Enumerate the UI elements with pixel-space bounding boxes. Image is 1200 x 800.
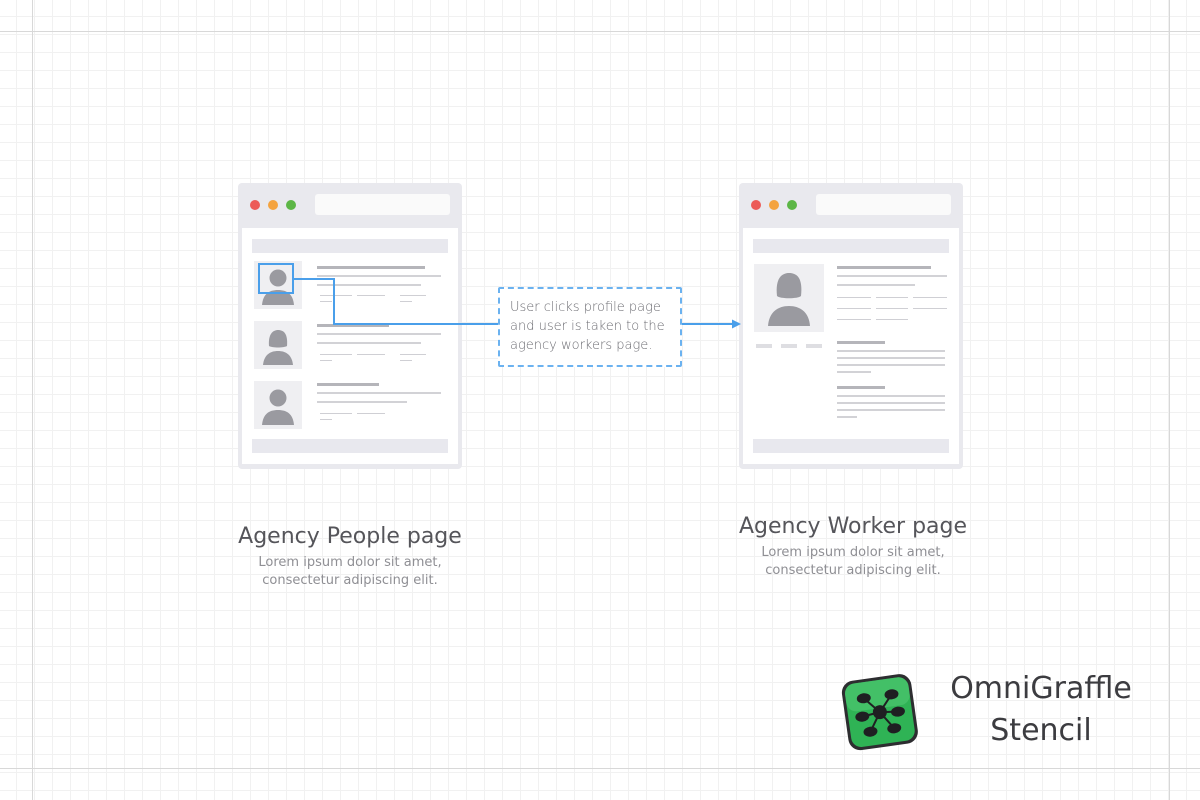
text-line-placeholder bbox=[837, 409, 945, 411]
meta-line-placeholder bbox=[876, 297, 908, 298]
tab-placeholder[interactable] bbox=[781, 344, 797, 348]
guide-line-right bbox=[1169, 0, 1170, 800]
section-heading-placeholder bbox=[837, 386, 885, 389]
brand-name: OmniGraffle bbox=[950, 671, 1132, 706]
browser-viewport bbox=[743, 228, 959, 464]
text-line-placeholder bbox=[317, 324, 389, 327]
page-subtitle: consectetur adipiscing elit. bbox=[262, 573, 438, 588]
text-line-placeholder bbox=[317, 333, 441, 335]
browser-viewport bbox=[242, 228, 458, 464]
text-line-placeholder bbox=[317, 284, 421, 286]
text-line-placeholder bbox=[837, 350, 945, 352]
person-silhouette-icon bbox=[263, 330, 293, 365]
text-line-placeholder bbox=[317, 401, 407, 403]
meta-line-placeholder bbox=[320, 301, 332, 302]
meta-line-placeholder bbox=[837, 319, 871, 320]
meta-line-placeholder bbox=[837, 308, 871, 309]
guide-line-top bbox=[0, 31, 1200, 32]
text-line-placeholder bbox=[317, 342, 421, 344]
zoom-dot[interactable] bbox=[286, 200, 296, 210]
meta-line-placeholder bbox=[400, 360, 412, 361]
meta-line-placeholder bbox=[320, 354, 352, 355]
person-silhouette-icon bbox=[262, 389, 294, 425]
page-title: Agency People page bbox=[238, 524, 462, 549]
close-dot[interactable] bbox=[751, 200, 761, 210]
agency-people-caption: Agency People page Lorem ipsum dolor sit… bbox=[200, 524, 500, 590]
text-line-placeholder bbox=[317, 275, 441, 277]
person-avatar[interactable] bbox=[254, 321, 302, 369]
meta-line-placeholder bbox=[357, 413, 385, 414]
text-line-placeholder bbox=[837, 284, 915, 286]
meta-line-placeholder bbox=[320, 295, 352, 296]
section-heading-placeholder bbox=[837, 341, 885, 344]
person-avatar[interactable] bbox=[254, 381, 302, 429]
minimize-dot[interactable] bbox=[769, 200, 779, 210]
text-line-placeholder bbox=[837, 275, 947, 277]
meta-line-placeholder bbox=[400, 295, 426, 296]
tab-placeholder[interactable] bbox=[756, 344, 772, 348]
text-line-placeholder bbox=[317, 383, 379, 386]
text-line-placeholder bbox=[837, 266, 931, 269]
text-line-placeholder bbox=[837, 395, 945, 397]
person-silhouette-icon bbox=[768, 273, 810, 326]
text-line-placeholder bbox=[837, 364, 945, 366]
meta-line-placeholder bbox=[400, 354, 426, 355]
header-bar-placeholder bbox=[753, 239, 949, 253]
page-subtitle: consectetur adipiscing elit. bbox=[765, 563, 941, 578]
omnigraffle-logo-icon bbox=[841, 674, 918, 751]
agency-worker-caption: Agency Worker page Lorem ipsum dolor sit… bbox=[703, 514, 1003, 580]
meta-line-placeholder bbox=[320, 360, 332, 361]
omnigraffle-brand: OmniGraffle Stencil bbox=[836, 668, 1146, 758]
agency-people-browser[interactable] bbox=[238, 183, 462, 469]
header-bar-placeholder bbox=[252, 239, 448, 253]
meta-line-placeholder bbox=[357, 295, 385, 296]
browser-titlebar bbox=[739, 183, 963, 225]
meta-line-placeholder bbox=[913, 297, 947, 298]
arrowhead-icon bbox=[732, 319, 741, 329]
meta-line-placeholder bbox=[400, 301, 412, 302]
annotation-note[interactable]: User clicks profile page and user is tak… bbox=[498, 287, 682, 367]
meta-line-placeholder bbox=[876, 319, 908, 320]
tab-placeholder[interactable] bbox=[806, 344, 822, 348]
guide-line-left bbox=[32, 0, 33, 800]
meta-line-placeholder bbox=[357, 354, 385, 355]
page-title: Agency Worker page bbox=[738, 514, 968, 539]
profile-avatar[interactable] bbox=[754, 264, 824, 332]
text-line-placeholder bbox=[837, 357, 945, 359]
minimize-dot[interactable] bbox=[268, 200, 278, 210]
annotation-line: agency workers page. bbox=[510, 338, 653, 353]
agency-worker-browser[interactable] bbox=[739, 183, 963, 469]
meta-line-placeholder bbox=[913, 308, 947, 309]
brand-subtitle: Stencil bbox=[990, 713, 1092, 748]
meta-line-placeholder bbox=[320, 419, 332, 420]
guide-line-bottom bbox=[0, 768, 1200, 769]
person-avatar[interactable] bbox=[254, 261, 302, 309]
text-line-placeholder bbox=[837, 416, 857, 418]
browser-titlebar bbox=[238, 183, 462, 225]
page-subtitle: Lorem ipsum dolor sit amet, bbox=[761, 545, 945, 560]
meta-line-placeholder bbox=[876, 308, 908, 309]
text-line-placeholder bbox=[317, 266, 425, 269]
text-line-placeholder bbox=[837, 402, 945, 404]
page-subtitle: Lorem ipsum dolor sit amet, bbox=[258, 555, 442, 570]
meta-line-placeholder bbox=[837, 297, 871, 298]
address-bar[interactable] bbox=[816, 194, 951, 215]
footer-bar-placeholder bbox=[252, 439, 448, 453]
text-line-placeholder bbox=[317, 392, 441, 394]
annotation-line: User clicks profile page bbox=[510, 300, 661, 315]
address-bar[interactable] bbox=[315, 194, 450, 215]
footer-bar-placeholder bbox=[753, 439, 949, 453]
close-dot[interactable] bbox=[250, 200, 260, 210]
selected-avatar-highlight[interactable] bbox=[258, 263, 294, 294]
meta-line-placeholder bbox=[320, 413, 352, 414]
text-line-placeholder bbox=[837, 371, 871, 373]
zoom-dot[interactable] bbox=[787, 200, 797, 210]
annotation-line: and user is taken to the bbox=[510, 319, 665, 334]
